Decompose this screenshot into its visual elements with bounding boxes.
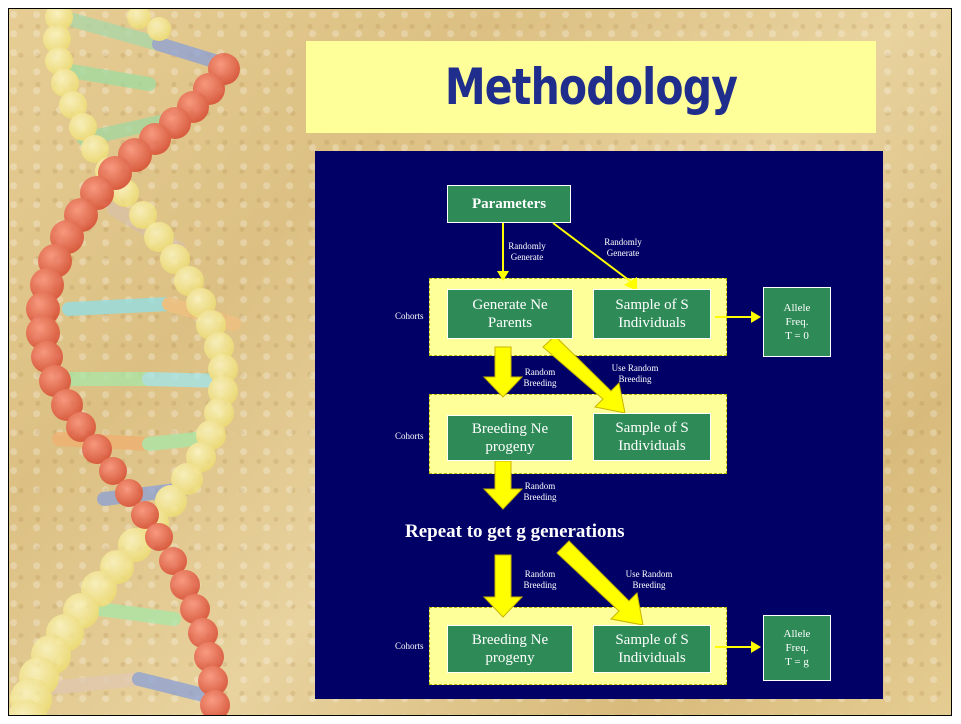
slide: Methodology	[8, 8, 952, 716]
breeding-progeny-box-1: Breeding Ne progeny	[447, 415, 573, 461]
fat-arrow-3	[482, 554, 524, 618]
slide-title: Methodology	[444, 58, 738, 116]
title-band	[306, 41, 876, 133]
arrows-layer	[482, 222, 761, 653]
fat-diag-arrow-1	[542, 335, 626, 414]
dna-helix-image	[9, 9, 241, 715]
generate-parents-box: Generate Ne Parents	[447, 289, 573, 339]
sample-box-1: Sample of S Individuals	[593, 289, 711, 339]
sample-box-3: Sample of S Individuals	[593, 625, 711, 673]
arrow-params-to-sample	[552, 222, 631, 282]
sample-box-2: Sample of S Individuals	[593, 413, 711, 461]
fat-arrow-1	[482, 346, 524, 398]
cohort-label-1: Cohorts	[395, 311, 424, 321]
parameters-box: Parameters	[447, 185, 571, 223]
cohort-label-2: Cohorts	[395, 431, 424, 441]
fat-diag-arrow-2	[556, 540, 644, 626]
repeat-generations-text: Repeat to get g generations	[405, 521, 625, 542]
fat-arrow-2	[482, 460, 524, 510]
breeding-progeny-box-2: Breeding Ne progeny	[447, 625, 573, 673]
cohort-label-3: Cohorts	[395, 641, 424, 651]
